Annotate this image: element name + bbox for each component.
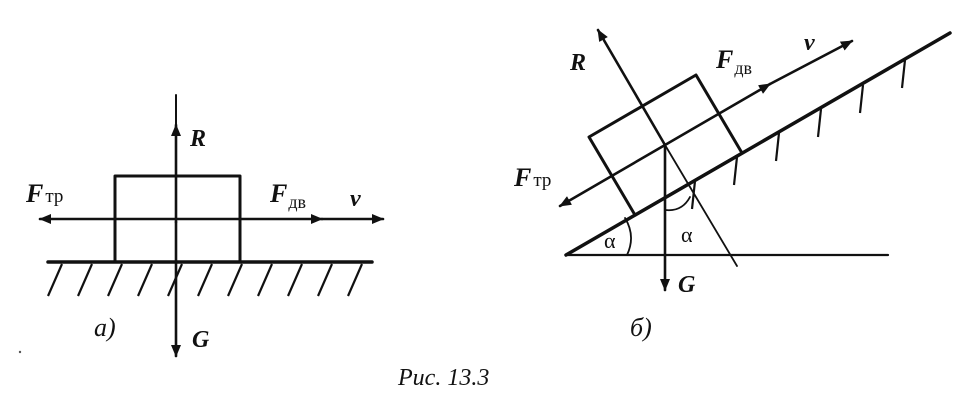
arrow-R [596, 28, 667, 147]
label-tr-sub: тр [45, 186, 63, 207]
scan-speck [18, 350, 22, 354]
label-alpha-left: α [604, 228, 616, 253]
label-G: G [192, 327, 210, 353]
caption-b: б) [630, 313, 652, 342]
incline-hatching [690, 59, 907, 210]
ground-hatching [46, 263, 364, 297]
svg-text:Fтр: Fтр [513, 163, 551, 192]
label-v: v [804, 30, 815, 56]
figure-caption: Рис. 13.3 [397, 365, 489, 391]
svg-text:Fтр: Fтр [25, 179, 63, 208]
label-alpha-right: α [681, 222, 693, 247]
label-dv-sub: дв [288, 192, 306, 212]
svg-text:Fдв: Fдв [715, 45, 752, 78]
label-F-tr: F [513, 163, 531, 192]
normal-line [664, 144, 738, 267]
label-v: v [350, 186, 361, 212]
arrow-v [768, 39, 854, 86]
arrow-F-dv [663, 82, 772, 147]
incline-line [564, 31, 952, 257]
arrow-F-tr [558, 143, 667, 208]
label-R: R [569, 50, 586, 76]
label-R: R [189, 126, 206, 152]
label-G: G [678, 272, 696, 298]
angle-arc-right [664, 196, 691, 212]
label-tr-sub: тр [533, 170, 551, 191]
label-F-tr: F [25, 179, 43, 208]
label-dv-sub: дв [734, 58, 752, 78]
angle-arc-left [624, 217, 632, 256]
svg-text:Fдв: Fдв [269, 179, 306, 212]
block-inclined [587, 73, 744, 217]
label-F-dv: F [715, 45, 733, 74]
label-F-dv: F [269, 179, 287, 208]
caption-a: а) [94, 313, 116, 342]
